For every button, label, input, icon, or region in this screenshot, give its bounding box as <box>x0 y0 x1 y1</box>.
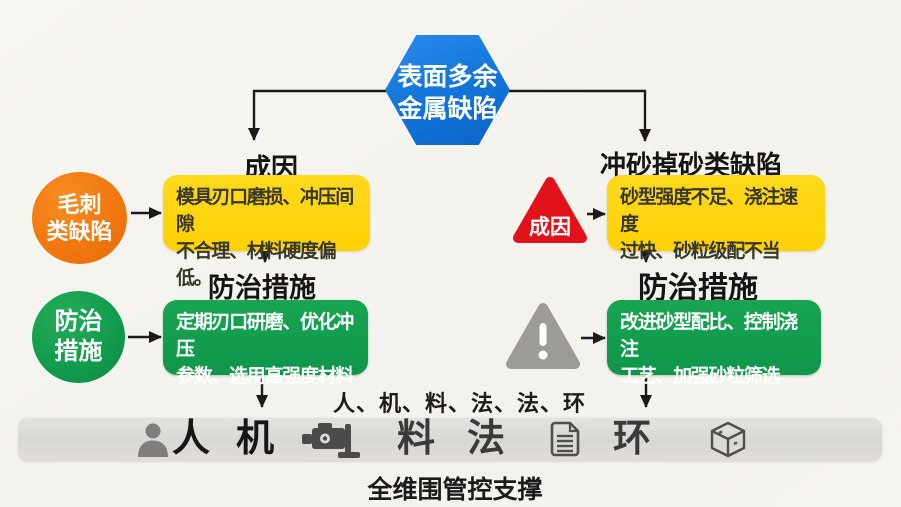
prevention-label-right: 防治措施 <box>638 272 758 305</box>
red-triangle-icon <box>513 177 587 243</box>
sand-cause-box: 砂型强度不足、浇注速度 过快、砂粒级配不当 <box>607 175 825 262</box>
document-icon <box>550 421 580 457</box>
cause-alert-triangle: 成因 <box>510 174 590 248</box>
bar-item-person: 人 <box>172 418 211 460</box>
warning-exclamation-icon <box>506 303 580 369</box>
bottom-caption: 全维围管控支撑 <box>367 476 543 504</box>
cube-icon <box>710 421 746 458</box>
burr-cause-box: 模具刃口磨损、冲压间隙 不合理、材料硬度偏低。 <box>163 175 370 289</box>
machine-icon <box>302 423 360 458</box>
bar-item-machine: 机 <box>236 418 275 460</box>
sand-prevention-box: 改进砂型配比、控制浇注 工艺、加强砂粒筛选 <box>607 300 821 387</box>
factors-line: 人、机、料、法、法、环 <box>333 391 587 416</box>
warning-triangle <box>503 300 583 374</box>
root-defect-hexagon: 表面多余 金属缺陷 <box>385 35 510 145</box>
bar-item-method: 法 <box>467 418 506 460</box>
person-icon <box>138 423 168 457</box>
prevention-label-left: 防治措施 <box>208 273 316 303</box>
bar-item-environment: 环 <box>613 418 652 460</box>
burr-defect-badge: 毛刺 类缺陷 <box>32 172 127 264</box>
cause-badge-label: 成因 <box>529 216 571 239</box>
prevention-badge: 防治 措施 <box>32 291 125 383</box>
burr-prevention-box: 定期刃口研磨、优化冲压 参数、选用高强度材料 <box>163 300 368 387</box>
factors-bar: 人 机 料 法 环 <box>18 417 882 461</box>
bar-item-material: 料 <box>397 418 436 460</box>
